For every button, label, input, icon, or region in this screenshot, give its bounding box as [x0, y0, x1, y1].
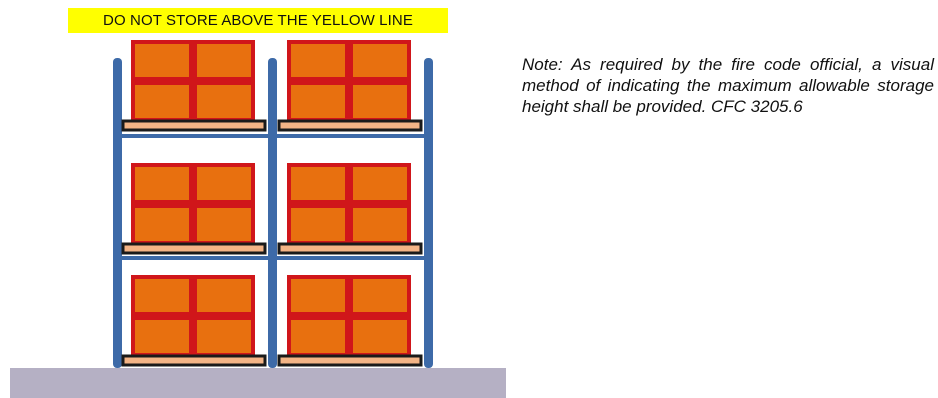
cargo-box — [193, 40, 255, 81]
cargo-box — [131, 163, 193, 204]
cargo-box — [131, 81, 193, 122]
cargo-box — [193, 81, 255, 122]
cargo-box — [193, 204, 255, 245]
cargo-box — [131, 204, 193, 245]
upright-left — [113, 58, 122, 368]
max-height-banner: DO NOT STORE ABOVE THE YELLOW LINE — [68, 8, 448, 33]
pallet — [277, 119, 423, 132]
pallet — [121, 354, 267, 367]
pallet — [277, 354, 423, 367]
cargo-box — [193, 163, 255, 204]
cargo-box — [193, 316, 255, 357]
cargo-box — [349, 275, 411, 316]
beam-level-3 — [113, 134, 433, 138]
cargo-box — [349, 40, 411, 81]
cargo-box — [349, 316, 411, 357]
cargo-box — [349, 204, 411, 245]
rack-diagram — [10, 40, 506, 398]
beam-level-2 — [113, 256, 433, 260]
cargo-box — [131, 40, 193, 81]
cargo-box — [287, 163, 349, 204]
cargo-box — [287, 275, 349, 316]
cargo-box — [287, 40, 349, 81]
cargo-box — [131, 275, 193, 316]
pallet-loads — [121, 40, 423, 367]
upright-middle — [268, 58, 277, 368]
cargo-box — [287, 81, 349, 122]
cargo-box — [193, 275, 255, 316]
floor — [10, 368, 506, 398]
cargo-box — [349, 163, 411, 204]
pallet — [277, 242, 423, 255]
pallet — [121, 242, 267, 255]
fire-code-note: Note: As required by the fire code offic… — [522, 55, 934, 116]
cargo-box — [131, 316, 193, 357]
pallet — [121, 119, 267, 132]
cargo-box — [287, 204, 349, 245]
cargo-box — [287, 316, 349, 357]
cargo-box — [349, 81, 411, 122]
upright-right — [424, 58, 433, 368]
